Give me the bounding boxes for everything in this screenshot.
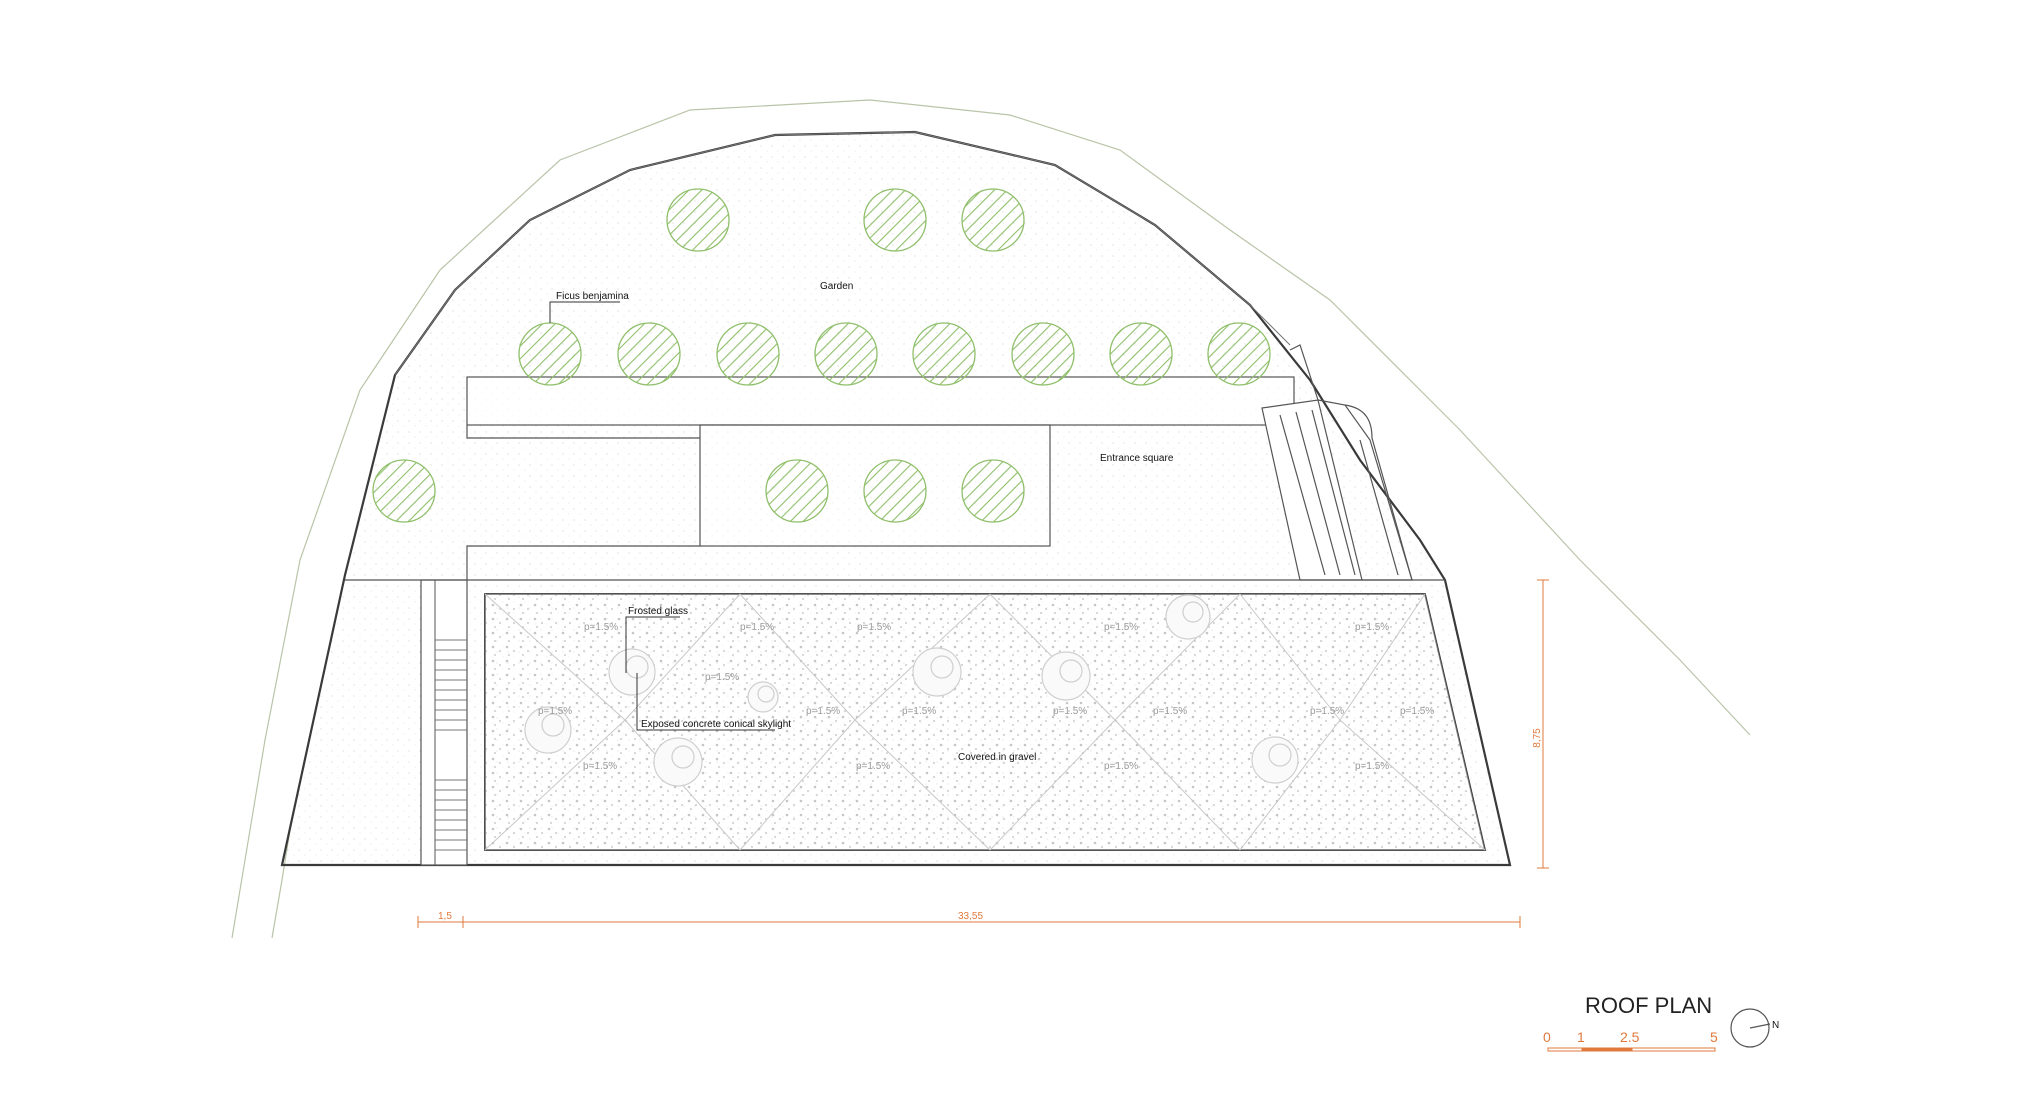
tree-icon	[372, 459, 436, 523]
slope-label: p=1.5%	[1053, 706, 1087, 717]
slope-label: p=1.5%	[806, 706, 840, 717]
tree-icon	[814, 322, 878, 386]
gravel-label: Covered in gravel	[958, 752, 1036, 763]
tree-icon	[863, 188, 927, 252]
drawing-title: ROOF PLAN	[1585, 993, 1712, 1018]
tree-icon	[961, 188, 1025, 252]
terrain-contour-outer	[231, 99, 1751, 939]
scale-tick-2: 2.5	[1620, 1029, 1640, 1045]
tree-icon	[617, 322, 681, 386]
slope-label: p=1.5%	[1310, 706, 1344, 717]
scale-tick-1: 1	[1577, 1029, 1585, 1045]
slope-label: p=1.5%	[583, 761, 617, 772]
slope-label: p=1.5%	[1355, 622, 1389, 633]
slope-label: p=1.5%	[740, 622, 774, 633]
slope-label: p=1.5%	[1153, 706, 1187, 717]
planter-strip-upper	[466, 376, 1295, 426]
left-stair	[420, 579, 468, 866]
leader-lines	[549, 301, 775, 731]
tree-icon	[863, 459, 927, 523]
skylight-3	[653, 737, 703, 787]
tree-icon	[1109, 322, 1173, 386]
slope-label: p=1.5%	[584, 622, 618, 633]
tree-icon	[1207, 322, 1271, 386]
skylight-8	[1251, 736, 1299, 784]
north-label: N	[1772, 1020, 1779, 1031]
tree-icon	[961, 459, 1025, 523]
dimension-left: 1,5	[438, 911, 452, 922]
tree-icon	[518, 322, 582, 386]
slope-label: p=1.5%	[538, 706, 572, 717]
garden-label: Garden	[820, 281, 853, 292]
slope-label: p=1.5%	[1104, 761, 1138, 772]
skylight-6	[1041, 651, 1091, 701]
skylight-label: Exposed concrete conical skylight	[641, 719, 791, 730]
skylight-2	[608, 648, 656, 696]
scale-bar	[1547, 1047, 1716, 1052]
slope-label: p=1.5%	[902, 706, 936, 717]
dimension-main: 33,55	[958, 911, 983, 922]
entrance-label: Entrance square	[1100, 453, 1174, 464]
skylights	[524, 594, 1299, 787]
dimension-depth: 8,75	[1532, 728, 1543, 748]
skylight-7	[1165, 594, 1211, 640]
slope-annotations: p=1.5% p=1.5% p=1.5% p=1.5% p=1.5% p=1.5…	[538, 622, 1434, 772]
walkway-edge	[466, 425, 700, 439]
ficus-label: Ficus benjamina	[556, 291, 629, 302]
slope-label: p=1.5%	[856, 761, 890, 772]
tree-icon	[912, 322, 976, 386]
tree-icon	[765, 459, 829, 523]
trees	[372, 188, 1271, 523]
roof-ridge-lines	[484, 593, 1486, 851]
garden-inner-edge	[394, 131, 1291, 376]
slope-label: p=1.5%	[1104, 622, 1138, 633]
tree-icon	[1011, 322, 1075, 386]
gravel-roof-fill	[485, 594, 1485, 850]
north-arrow-icon	[1730, 1008, 1771, 1048]
skylight-5	[912, 647, 962, 697]
scale-tick-0: 0	[1543, 1029, 1551, 1045]
frosted-glass-label: Frosted glass	[628, 606, 688, 617]
scale-tick-3: 5	[1710, 1029, 1718, 1045]
slope-label: p=1.5%	[1355, 761, 1389, 772]
wall-step	[466, 545, 700, 580]
slope-label: p=1.5%	[857, 622, 891, 633]
dimension-lines	[417, 579, 1549, 928]
skylight-1	[524, 706, 572, 754]
tree-icon	[716, 322, 780, 386]
slope-label: p=1.5%	[705, 672, 739, 683]
tree-icon	[666, 188, 730, 252]
skylight-4	[747, 681, 779, 713]
slope-label: p=1.5%	[1400, 706, 1434, 717]
